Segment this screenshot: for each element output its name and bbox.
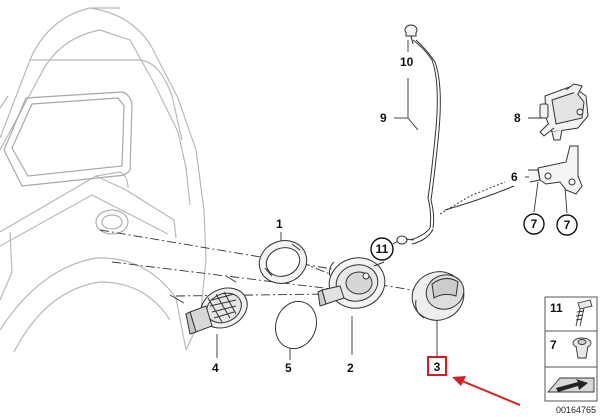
callout-10: 10: [400, 55, 414, 69]
fuel-flap-recess: [95, 209, 129, 235]
svg-text:11: 11: [376, 242, 389, 256]
leader-lines: [99, 40, 568, 360]
car-body-outline: [0, 7, 207, 353]
part-9-cable: [409, 39, 515, 245]
callout-3-highlighted[interactable]: 3: [427, 356, 447, 376]
callout-1: 1: [276, 217, 283, 231]
svg-text:7: 7: [564, 218, 571, 232]
rear-window: [3, 91, 133, 187]
svg-text:11: 11: [550, 301, 563, 315]
expanding-rivet-icon: [572, 337, 592, 359]
callout-labels: 1 2 4 5 6 8 9 10: [212, 55, 521, 375]
part-1-sealing-ring: [258, 240, 308, 284]
callout-11: 11: [370, 237, 394, 261]
callout-7a: 7: [523, 213, 545, 235]
part-5-seal-disc: [274, 300, 318, 350]
callout-6: 6: [511, 170, 518, 184]
callout-7b: 7: [556, 214, 578, 236]
callout-5: 5: [285, 361, 292, 375]
legend-arrow-symbol: [547, 377, 595, 393]
svg-text:3: 3: [434, 360, 441, 374]
fastener-legend: 11 7: [544, 296, 598, 402]
callout-2: 2: [347, 361, 354, 375]
cable-end-fitting: [396, 235, 415, 245]
diagram-code: 00164765: [556, 405, 596, 415]
part-10-pin: [404, 24, 418, 45]
part-3-filler-cap: [411, 271, 465, 321]
red-pointer-arrow: [452, 376, 521, 406]
callout-8: 8: [514, 111, 521, 125]
svg-text:7: 7: [531, 217, 538, 231]
part-2-filler-housing: [317, 257, 386, 309]
part-8-actuator: [539, 83, 589, 141]
legend-item-11: 11: [550, 299, 593, 327]
screw-icon: [575, 299, 593, 327]
callout-9: 9: [380, 111, 387, 125]
callout-4: 4: [212, 361, 219, 375]
part-6-bracket: [528, 145, 583, 195]
svg-text:7: 7: [550, 338, 557, 352]
part-4-filler-neck: [185, 287, 248, 335]
legend-item-7: 7: [550, 337, 592, 359]
